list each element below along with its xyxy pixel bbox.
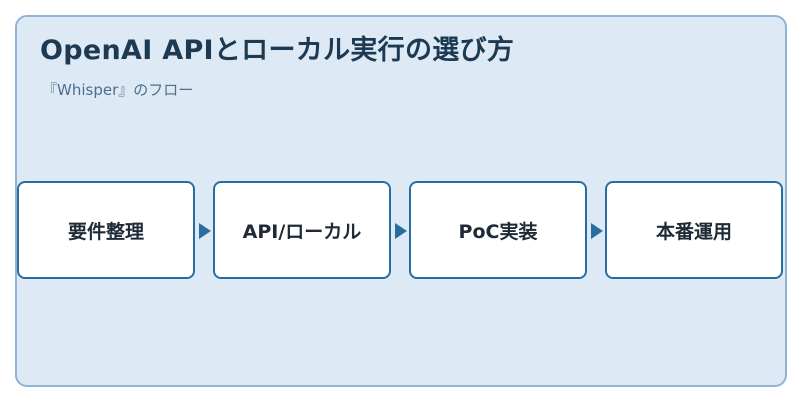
arrow-right-icon (395, 223, 407, 239)
arrow-right-icon (591, 223, 603, 239)
step-api-or-local: API/ローカル (213, 181, 391, 279)
diagram-subtitle: 『Whisper』のフロー (42, 81, 194, 99)
diagram-title: OpenAI APIとローカル実行の選び方 (40, 35, 515, 66)
step-production: 本番運用 (605, 181, 783, 279)
step-poc: PoC実装 (409, 181, 587, 279)
step-requirements: 要件整理 (17, 181, 195, 279)
arrow-right-icon (199, 223, 211, 239)
